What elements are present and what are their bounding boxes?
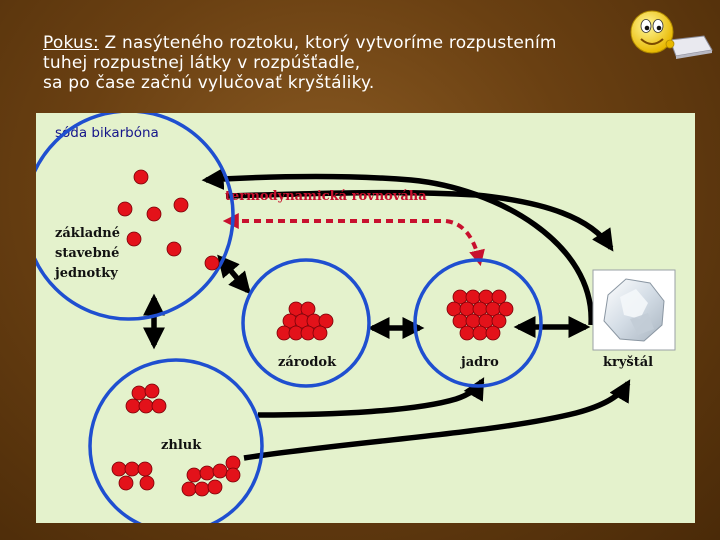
cluster-label: zhluk (161, 438, 202, 453)
units-label-line-1: základné (55, 226, 120, 241)
embryo-circle (241, 258, 371, 388)
unit-particle (173, 197, 189, 213)
unit-particle (204, 255, 220, 271)
nucleus-particle (485, 325, 501, 341)
cluster-particle (181, 481, 197, 497)
crystallization-diagram: sóda bikarbóna termodynamická rovnováha … (36, 113, 676, 523)
unit-particle (126, 231, 142, 247)
units-label-line-2: stavebné (55, 246, 119, 261)
crystal-photo-icon (592, 269, 676, 351)
cluster-particle (225, 467, 241, 483)
crystal-label: kryštál (603, 355, 653, 370)
units-label-line-3: jednotky (54, 266, 118, 281)
slide-title: Pokus: Z nasýteného roztoku, ktorý vytvo… (43, 33, 623, 93)
nucleus-label: jadro (460, 355, 499, 370)
arrow-cluster-to-crystal (243, 379, 631, 461)
embryo-particle (300, 301, 316, 317)
arrow-units-embryo (217, 254, 251, 295)
title-lead: Pokus: (43, 33, 99, 53)
embryo-particle (312, 325, 328, 341)
cluster-particle (131, 385, 147, 401)
cluster-particle (111, 461, 127, 477)
title-line-3: sa po čase začnú vylučovať kryštáliky. (43, 73, 375, 93)
embryo-label: zárodok (278, 355, 337, 370)
cluster-particle (137, 461, 153, 477)
cluster-particle (212, 463, 228, 479)
arrow-crystal-to-units (201, 167, 594, 326)
arrow-cluster-to-nucleus (257, 377, 485, 418)
cluster-particle (151, 398, 167, 414)
cluster-particle (207, 479, 223, 495)
arrow-units-to-crystal (225, 189, 614, 252)
unit-particle (133, 169, 149, 185)
diagram-panel: sóda bikarbóna termodynamická rovnováha … (36, 113, 695, 523)
cluster-particle (139, 475, 155, 491)
title-rest: Z nasýteného roztoku, ktorý vytvoríme ro… (98, 33, 557, 53)
cluster-particle (125, 398, 141, 414)
nucleus-circle (413, 258, 543, 388)
cluster-particle (124, 461, 140, 477)
nucleus-particle (498, 301, 514, 317)
title-line-1: Pokus: Z nasýteného roztoku, ktorý vytvo… (43, 33, 623, 53)
nucleus-particle (491, 313, 507, 329)
nucleus-particle (459, 325, 475, 341)
particles (111, 169, 514, 497)
unit-particle (117, 201, 133, 217)
cluster-circle (88, 358, 264, 523)
units-circle (36, 113, 235, 321)
title-line-2: tuhej rozpustnej látky v rozpúšťadle, (43, 53, 361, 73)
cluster-particle (186, 467, 202, 483)
unit-particle (166, 241, 182, 257)
cluster-particle (144, 383, 160, 399)
nucleus-particle (452, 313, 468, 329)
nucleus-particle (472, 325, 488, 341)
cluster-particle (194, 481, 210, 497)
cluster-particle (118, 475, 134, 491)
sample-label: sóda bikarbóna (55, 125, 159, 141)
cluster-particle (138, 398, 154, 414)
smiley-laptop-icon (630, 10, 713, 59)
cluster-particle (199, 465, 215, 481)
nucleus-particle (491, 289, 507, 305)
equilibrium-arrow (445, 219, 485, 267)
equilibrium-label: termodynamická rovnováha (225, 189, 427, 204)
unit-particle (146, 206, 162, 222)
embryo-particle (318, 313, 334, 329)
